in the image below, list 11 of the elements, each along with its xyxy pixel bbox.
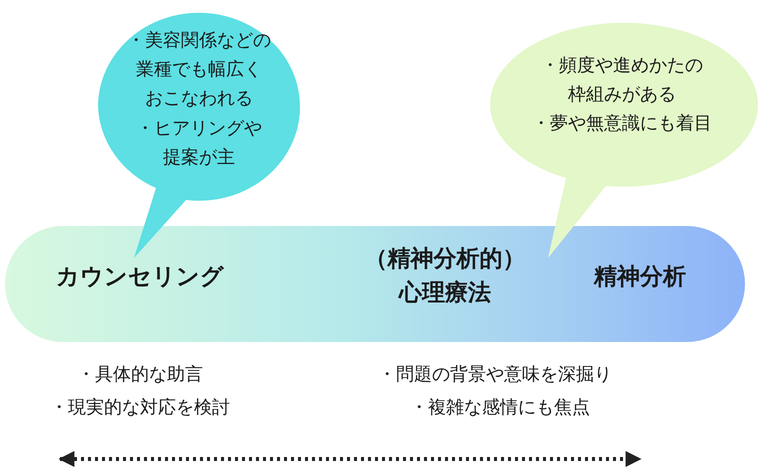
bullet-text: ・具体的な助言	[76, 363, 204, 386]
bullet-text: ・複雑な感情にも焦点	[409, 396, 591, 419]
bullet-text: ・問題の背景や意味を深掘り	[377, 363, 613, 386]
bullet-text: ・ヒアリングや提案が主	[135, 117, 263, 170]
bullet-text: ・美容関係などの業種でも幅広くおこなわれる	[126, 29, 272, 111]
term-label: （精神分析的）心理療法	[364, 245, 526, 308]
bullet-text: ・頻度や進めかたの枠組みがある	[540, 54, 704, 107]
bullet-text: ・夢や無意識にも着目	[531, 112, 713, 136]
bullet-text: ・現実的な対応を検討	[49, 396, 231, 419]
term-label: カウンセリング	[55, 263, 225, 292]
term-label: 精神分析	[592, 263, 687, 292]
